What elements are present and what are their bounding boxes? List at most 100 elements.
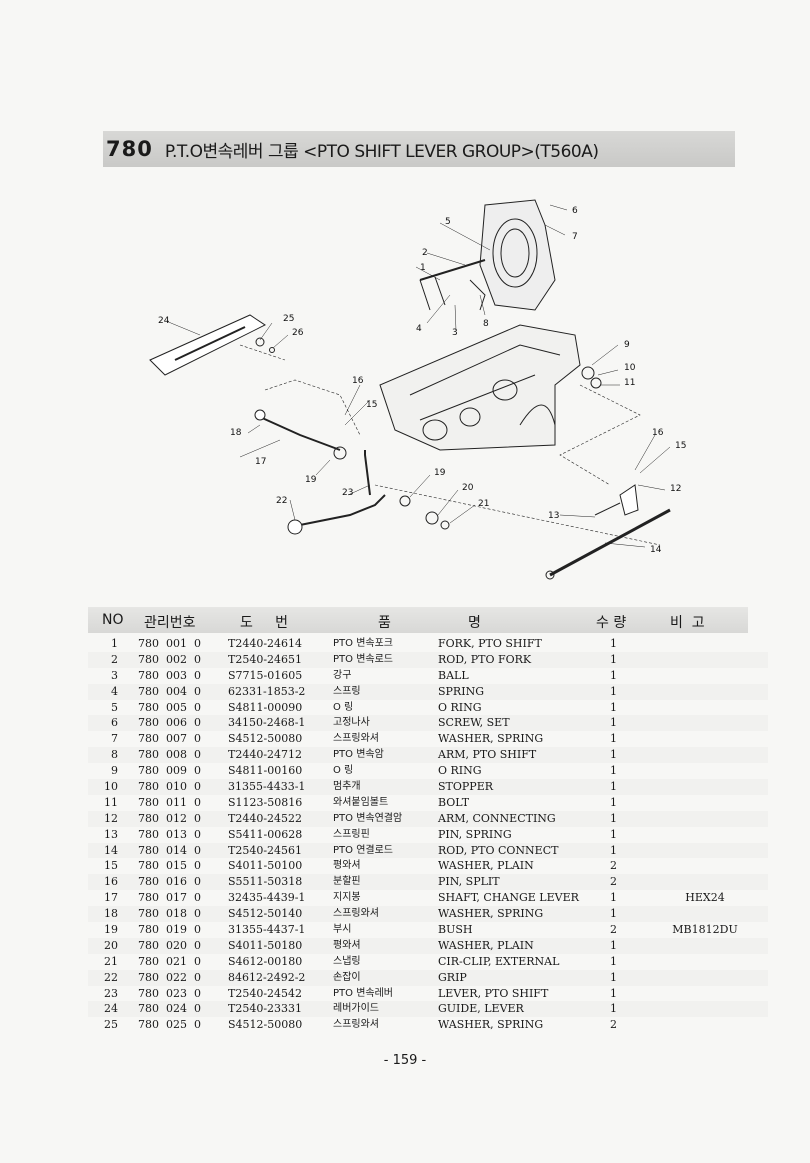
row-english-name: SHAFT, CHANGE LEVER	[438, 891, 579, 905]
row-english-name: WASHER, PLAIN	[438, 938, 534, 952]
row-management-no: 780 006 0	[138, 716, 201, 730]
table-row: 8 780 008 0 T2440-24712 PTO 변속암 ARM, PTO…	[88, 747, 768, 763]
row-management-no: 780 011 0	[138, 795, 201, 809]
row-english-name: ROD, PTO FORK	[438, 652, 532, 666]
row-korean-name: 평와셔	[333, 939, 361, 951]
row-no: 3	[111, 668, 118, 682]
row-korean-name: PTO 변속포크	[333, 638, 393, 649]
row-quantity: 1	[610, 986, 617, 1000]
row-management-no: 780 015 0	[138, 859, 201, 873]
row-part-no: T2540-24561	[228, 843, 303, 857]
header-name-1: 품	[378, 615, 391, 631]
row-part-no: 31355-4433-1	[228, 780, 306, 794]
row-no: 19	[104, 923, 118, 937]
row-part-no: S4612-00180	[228, 954, 303, 968]
row-part-no: S4512-50080	[228, 732, 303, 746]
table-row: 7 780 007 0 S4512-50080 스프링와셔 WASHER, SP…	[88, 731, 768, 747]
callout-14: 14	[650, 545, 662, 555]
row-quantity: 1	[610, 843, 617, 857]
table-row: 22 780 022 0 84612-2492-2 손잡이 GRIP 1	[88, 970, 768, 986]
row-quantity: 1	[610, 891, 617, 905]
row-quantity: 1	[610, 907, 617, 921]
row-english-name: PIN, SPRING	[438, 827, 512, 841]
table-row: 15 780 015 0 S4011-50100 평와셔 WASHER, PLA…	[88, 858, 768, 874]
row-english-name: BOLT	[438, 795, 470, 809]
row-part-no: 84612-2492-2	[228, 970, 306, 984]
callout-19a: 19	[305, 475, 317, 485]
callout-11: 11	[624, 378, 635, 388]
row-no: 9	[111, 764, 118, 778]
header-part-no: 도 번	[240, 615, 289, 631]
callout-10: 10	[624, 363, 636, 373]
row-korean-name: 강구	[333, 669, 352, 681]
row-quantity: 1	[610, 637, 617, 650]
callout-20: 20	[462, 483, 474, 493]
row-korean-name: 스프링핀	[333, 828, 370, 840]
row-korean-name: 스냅링	[333, 955, 361, 967]
row-management-no: 780 004 0	[138, 684, 201, 698]
row-management-no: 780 008 0	[138, 748, 201, 762]
callout-9: 9	[624, 340, 630, 350]
table-row: 9 780 009 0 S4811-00160 O 링 O RING 1	[88, 763, 768, 779]
row-management-no: 780 019 0	[138, 923, 201, 937]
row-english-name: BALL	[438, 668, 469, 682]
row-no: 14	[104, 843, 118, 857]
row-no: 2	[111, 652, 118, 666]
row-part-no: T2440-24712	[228, 748, 303, 762]
row-management-no: 780 018 0	[138, 907, 201, 921]
row-korean-name: 스프링와셔	[333, 908, 379, 920]
row-english-name: WASHER, SPRING	[438, 1018, 544, 1032]
row-no: 8	[111, 748, 118, 762]
callout-18: 18	[230, 428, 242, 438]
row-korean-name: 부시	[333, 924, 352, 936]
parts-table-header: NO 관리번호 도 번 품 명 수 량 비 고	[88, 607, 748, 633]
row-korean-name: PTO 변속로드	[333, 653, 393, 665]
row-part-no: S4811-00090	[228, 700, 303, 714]
row-english-name: WASHER, SPRING	[438, 732, 544, 746]
header-name-2: 명	[468, 615, 481, 631]
row-part-no: T2540-24651	[228, 652, 303, 666]
row-no: 16	[104, 875, 118, 889]
callout-22: 22	[276, 496, 287, 506]
row-no: 4	[111, 684, 118, 698]
callout-2: 2	[422, 248, 428, 258]
row-no: 23	[104, 986, 118, 1000]
row-quantity: 1	[610, 700, 617, 714]
row-quantity: 1	[610, 716, 617, 730]
callout-16: 16	[352, 376, 364, 386]
table-row: 16 780 016 0 S5511-50318 분할핀 PIN, SPLIT …	[88, 874, 768, 890]
row-korean-name: 스프링와셔	[333, 1019, 379, 1031]
row-korean-name: 멈추개	[333, 781, 361, 793]
row-part-no: T2540-24542	[228, 986, 303, 1000]
callout-15b: 15	[675, 441, 686, 451]
row-quantity: 1	[610, 795, 617, 809]
callout-3: 3	[452, 328, 458, 338]
row-korean-name: PTO 변속레버	[333, 987, 393, 999]
callout-25: 25	[283, 314, 294, 324]
callout-17: 17	[255, 457, 266, 467]
callout-13: 13	[548, 511, 559, 521]
row-english-name: ARM, CONNECTING	[438, 811, 556, 825]
row-part-no: S7715-01605	[228, 668, 303, 682]
row-management-no: 780 012 0	[138, 811, 201, 825]
section-number: 780	[106, 137, 153, 161]
parts-table-body: 1 780 001 0 T2440-24614 PTO 변속포크 FORK, P…	[88, 636, 768, 1033]
table-row: 19 780 019 0 31355-4437-1 부시 BUSH 2 MB18…	[88, 922, 768, 938]
row-english-name: GUIDE, LEVER	[438, 1002, 524, 1016]
row-part-no: S4011-50100	[228, 859, 303, 873]
row-part-no: S5411-00628	[228, 827, 303, 841]
row-quantity: 1	[610, 938, 617, 952]
row-korean-name: 분할핀	[333, 876, 361, 888]
row-no: 22	[104, 970, 118, 984]
section-title: P.T.O변속레버 그룹 <PTO SHIFT LEVER GROUP>(T56…	[164, 141, 599, 162]
header-remarks: 비 고	[670, 615, 705, 631]
header-quantity: 수 량	[596, 615, 627, 631]
row-korean-name: 스프링	[333, 685, 361, 697]
table-row: 17 780 017 0 32435-4439-1 지지봉 SHAFT, CHA…	[88, 890, 768, 906]
row-quantity: 1	[610, 748, 617, 762]
page-number: - 159 -	[383, 1053, 427, 1068]
table-row: 25 780 025 0 S4512-50080 스프링와셔 WASHER, S…	[88, 1017, 768, 1033]
row-remarks: MB1812DU	[672, 923, 738, 937]
row-korean-name: 와셔붙임볼트	[333, 796, 389, 808]
